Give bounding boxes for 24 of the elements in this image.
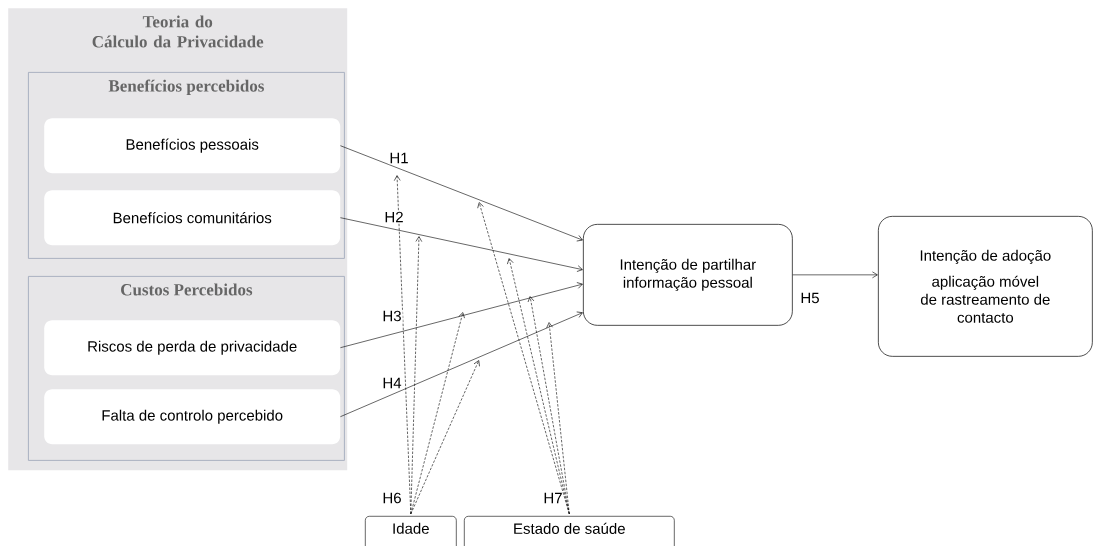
arrow <box>340 311 583 417</box>
edge-label: H4 <box>381 376 403 390</box>
hypothesis-label: H7 <box>544 492 562 504</box>
edge-label: H2 <box>383 210 405 224</box>
arrow <box>340 217 583 272</box>
edge-label: H1 <box>388 151 410 165</box>
moderator-box: Estado de saúde <box>464 516 675 546</box>
arrow <box>340 282 583 348</box>
arrow <box>792 271 878 279</box>
dashed-arrow <box>410 360 480 515</box>
edge-label: H3 <box>381 309 403 323</box>
factor-box: Benefícios pessoais <box>44 118 341 174</box>
construct-box: Intenção de partilhar informação pessoal <box>583 224 793 326</box>
construct-box: Intenção de adoção aplicação móvel de rastreamento de contacto <box>878 216 1093 357</box>
hypothesis-label: H6 <box>383 492 401 504</box>
dashed-arrow <box>410 236 423 515</box>
factor-box: Benefícios comunitários <box>44 190 341 246</box>
dashed-arrow <box>507 258 570 515</box>
moderator-box: Idade <box>365 516 457 546</box>
arrow <box>340 145 583 242</box>
dashed-arrow <box>546 322 570 515</box>
factor-box: Riscos de perda de privacidade <box>44 320 341 376</box>
factor-box: Falta de controlo percebido <box>44 389 341 445</box>
edge-label: H5 <box>799 291 821 305</box>
